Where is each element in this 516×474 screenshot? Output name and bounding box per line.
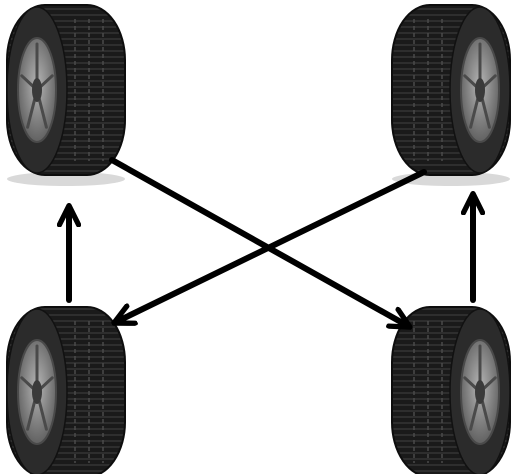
- tire-bottom-right: [392, 307, 510, 474]
- tire-bottom-left: [7, 307, 125, 474]
- arrow-front-right-to-rear-left: [116, 172, 424, 322]
- tire-top-right: [392, 5, 510, 186]
- hub: [32, 78, 42, 102]
- hub: [475, 78, 485, 102]
- hub: [475, 380, 485, 404]
- rotation-arrows: [69, 160, 473, 326]
- tire-top-left: [7, 5, 125, 186]
- rim: [18, 340, 56, 444]
- rim: [461, 340, 499, 444]
- hub: [32, 380, 42, 404]
- rim: [461, 38, 499, 142]
- rim: [18, 38, 56, 142]
